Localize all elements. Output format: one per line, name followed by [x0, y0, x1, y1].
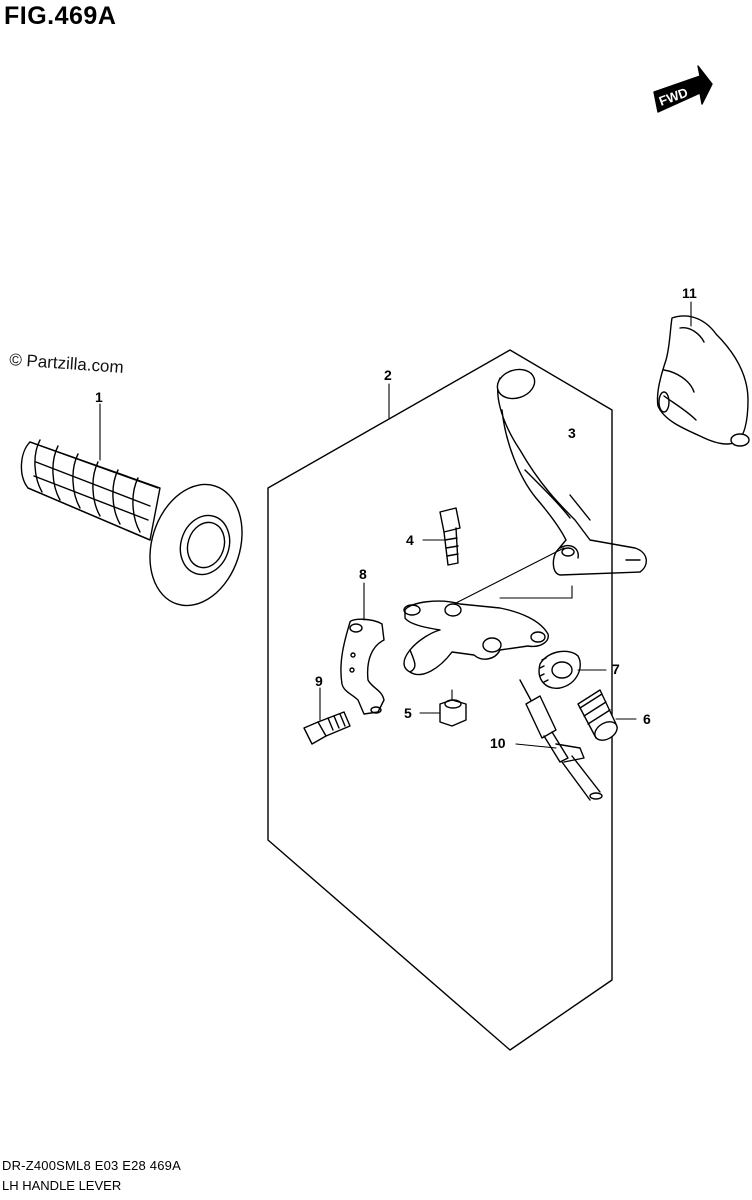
footer-model-code: DR-Z400SML8 E03 E28 469A	[2, 1158, 181, 1173]
figure-title: FIG.469A	[4, 2, 117, 30]
clamp-bolt-part	[303, 711, 351, 745]
nut-part	[439, 699, 467, 727]
cable-part	[519, 679, 603, 801]
callout-6: 6	[643, 711, 651, 727]
adjuster-part	[577, 689, 618, 741]
callout-4: 4	[406, 532, 414, 548]
callout-5: 5	[404, 705, 412, 721]
fwd-arrow-icon: FWD	[653, 65, 713, 113]
lever-holder-part	[403, 600, 549, 676]
lever-guard-part	[656, 315, 750, 447]
callout-11: 11	[682, 285, 697, 301]
callout-9: 9	[315, 673, 323, 689]
bolt-part	[439, 507, 461, 566]
callout-7: 7	[612, 661, 620, 677]
footer-section-name: LH HANDLE LEVER	[2, 1178, 122, 1193]
callout-1: 1	[95, 389, 103, 405]
callout-3: 3	[568, 425, 576, 441]
clamp-part	[340, 618, 385, 715]
callout-10: 10	[490, 735, 506, 751]
callout-2: 2	[384, 367, 392, 383]
leader-lines	[99, 301, 692, 749]
locknut-part	[538, 650, 581, 689]
lever-part	[496, 368, 647, 576]
callout-labels: 1 2 3 4 5 6 7 8 9 10 11	[95, 285, 697, 751]
callout-8: 8	[359, 566, 367, 582]
grip-part	[20, 439, 243, 607]
kit-boundary	[267, 349, 613, 1051]
